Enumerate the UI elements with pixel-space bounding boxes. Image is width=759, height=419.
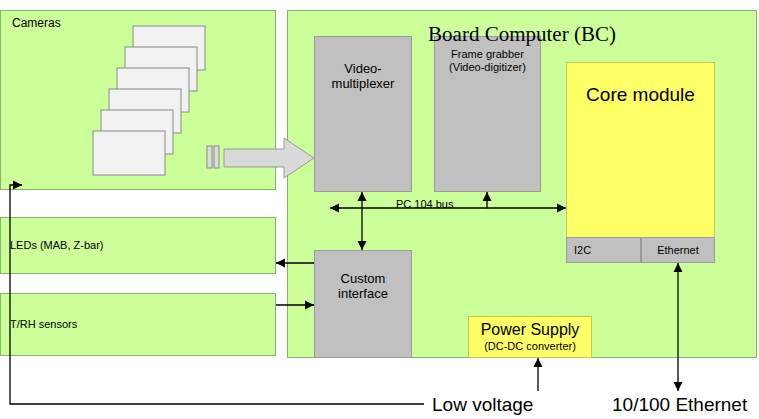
core-module: Core moduleI2C Ethernet <box>566 62 715 263</box>
cable-plug <box>214 146 219 168</box>
board-computer: Board Computer (BC) Video-multiplexer Fram… <box>287 10 757 358</box>
box-sublabel: (DC-DC converter) <box>484 340 576 353</box>
port-box: I2C <box>566 237 641 263</box>
video-arrow-body <box>224 149 277 167</box>
signal-connector <box>487 192 566 208</box>
signal-connector <box>361 192 362 250</box>
camera-group: Cameras <box>0 10 276 190</box>
box-label: Core module <box>586 84 695 106</box>
camera-stack <box>93 26 205 175</box>
camera-symbol <box>93 131 165 175</box>
box-label: Board Computer (BC) <box>428 22 616 46</box>
signal-connector <box>276 304 314 305</box>
box-label: Power Supply <box>481 321 580 339</box>
supply-label: Low voltage <box>432 394 533 415</box>
core-module-fill <box>567 63 715 263</box>
port-box: Ethernet <box>641 237 715 263</box>
box-label: LEDs (MAB, Z-bar) <box>10 239 104 252</box>
box-label: I2C <box>574 244 591 257</box>
cable-plug <box>207 146 212 168</box>
ethernet-wire <box>677 263 678 391</box>
signal-connector <box>276 262 314 263</box>
device-box-fill <box>1 218 276 274</box>
module-box-fill <box>435 37 541 192</box>
port-box-fill <box>642 238 715 263</box>
label-holder: 10/100 Ethernet <box>612 394 747 416</box>
box-label: Custom interface <box>322 272 404 302</box>
device-box: T/RH sensors <box>0 293 276 356</box>
device-box-fill <box>1 294 276 356</box>
connector-label-holder: PC 104 bus <box>396 194 453 212</box>
power-supply: Power Supply(DC-DC converter) <box>468 316 592 358</box>
port-box-fill <box>567 238 641 263</box>
module-box-fill <box>315 37 412 192</box>
device-box: LEDs (MAB, Z-bar) <box>0 217 276 274</box>
module-box: Frame grabber (Video-digitizer) <box>434 36 541 192</box>
port-label: 10/100 Ethernet <box>612 394 747 415</box>
video-arrow <box>276 138 314 178</box>
box-label: Ethernet <box>657 244 699 257</box>
board-computer-fill <box>288 11 757 358</box>
module-box: Custom interface <box>314 250 412 358</box>
box-label: Frame grabber (Video-digitizer) <box>440 48 535 73</box>
power-wire <box>10 185 424 404</box>
power-wire <box>537 358 538 391</box>
module-box: Video-multiplexer <box>314 36 412 192</box>
box-label: Cameras <box>12 17 61 31</box>
camera-group-fill <box>1 11 276 190</box>
power-supply-fill <box>469 317 592 358</box>
bus-label: PC 104 bus <box>396 198 453 210</box>
box-label: Video-multiplexer <box>320 62 406 92</box>
module-box-fill <box>315 251 412 358</box>
label-holder: Low voltage <box>432 394 533 416</box>
box-label: T/RH sensors <box>10 318 77 331</box>
